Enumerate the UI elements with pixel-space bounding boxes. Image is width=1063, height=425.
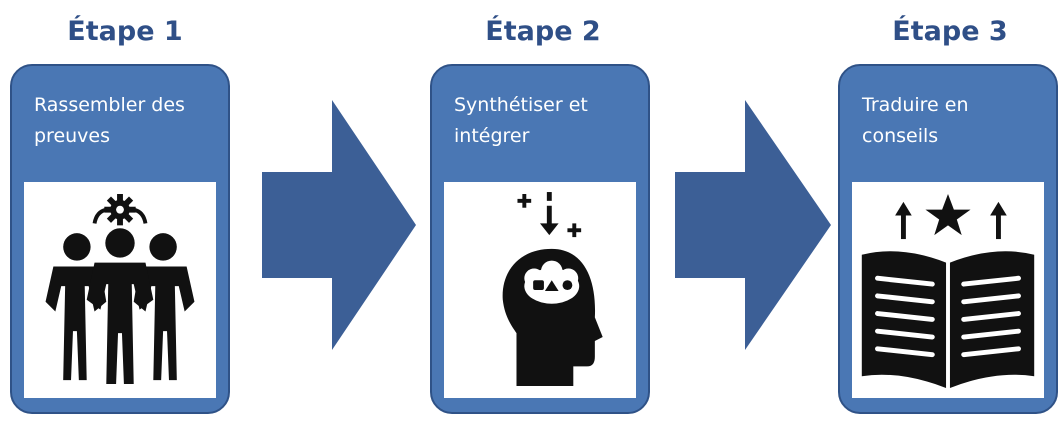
step-3-label-line2: conseils — [862, 125, 939, 147]
step-3-title: Étape 3 — [892, 16, 1008, 47]
open-book-star-icon — [861, 194, 1035, 388]
step-3-image-panel — [852, 182, 1044, 398]
step-1-label: Rassembler des preuves — [34, 90, 216, 152]
arrow-2 — [675, 100, 831, 350]
step-2-label-line2: intégrer — [454, 125, 530, 147]
step-1-label-line2: preuves — [34, 125, 111, 147]
step-1-image-panel — [24, 182, 216, 398]
step-3-label: Traduire en conseils — [862, 90, 1044, 152]
step-1-label-line1: Rassembler des — [34, 94, 185, 116]
team-gear-icon — [45, 194, 195, 385]
step-2-image-panel — [444, 182, 636, 398]
step-3-label-line1: Traduire en — [862, 94, 969, 116]
step-2-label-line1: Synthétiser et — [454, 94, 588, 116]
arrow-1 — [262, 100, 416, 350]
step-1-title: Étape 1 — [67, 16, 183, 47]
step-2-card: Synthétiser et intégrer — [430, 64, 650, 414]
step-2-title: Étape 2 — [485, 16, 601, 47]
head-ideas-icon — [502, 192, 603, 386]
step-3-card: Traduire en conseils — [838, 64, 1058, 414]
step-1-card: Rassembler des preuves — [10, 64, 230, 414]
step-2-label: Synthétiser et intégrer — [454, 90, 636, 152]
